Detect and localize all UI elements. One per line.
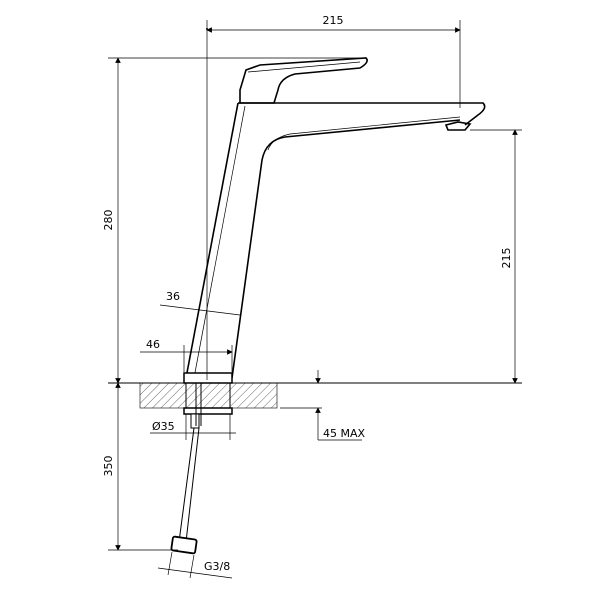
countertop <box>108 382 522 409</box>
dim-base-width: 46 <box>140 338 233 372</box>
dim-label-hose-length: 350 <box>102 456 115 477</box>
dim-label-hole-diameter: Ø35 <box>152 420 175 433</box>
dim-label-base-width: 46 <box>146 338 160 351</box>
dim-label-thread: G3/8 <box>204 560 230 573</box>
faucet-body <box>185 28 486 379</box>
faucet-base <box>183 372 233 429</box>
lever-handle <box>239 57 368 104</box>
dim-max-thickness: 45 MAX <box>280 370 366 441</box>
dim-label-spout-height: 215 <box>500 248 513 269</box>
dim-label-body-width: 36 <box>166 290 180 303</box>
dim-thread: G3/8 <box>157 551 233 579</box>
dim-label-spout-reach: 215 <box>323 14 344 27</box>
dim-hose-length: 350 <box>102 382 178 551</box>
dim-total-height: 280 <box>102 57 360 384</box>
dim-spout-height: 215 <box>470 129 522 384</box>
dim-spout-reach: 215 <box>206 14 461 380</box>
dim-label-total-height: 280 <box>102 210 115 231</box>
dim-body-width: 36 <box>159 290 241 316</box>
dim-label-max-thickness: 45 MAX <box>323 427 366 440</box>
dim-hole-diameter: Ø35 <box>150 414 236 440</box>
flexible-hose <box>170 383 202 555</box>
